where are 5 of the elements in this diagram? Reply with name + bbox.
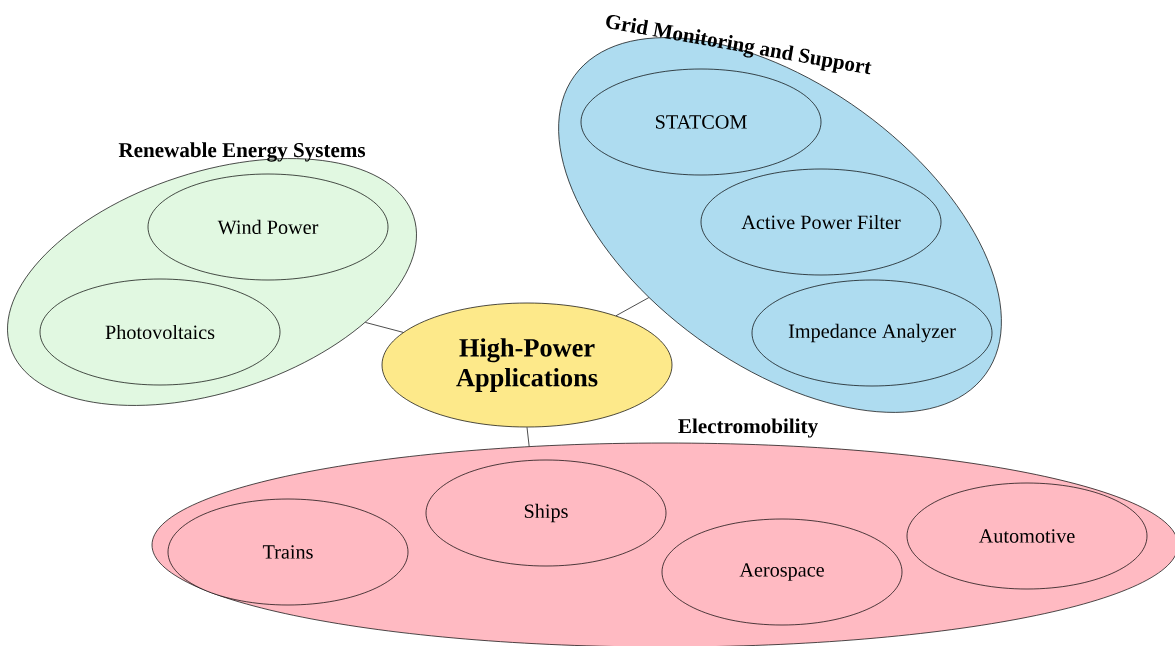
connector-line	[365, 322, 404, 333]
group-heading: Renewable Energy Systems	[118, 142, 366, 162]
group-heading: Electromobility	[678, 418, 818, 438]
connector-line	[615, 297, 650, 317]
connector-line	[526, 427, 530, 447]
